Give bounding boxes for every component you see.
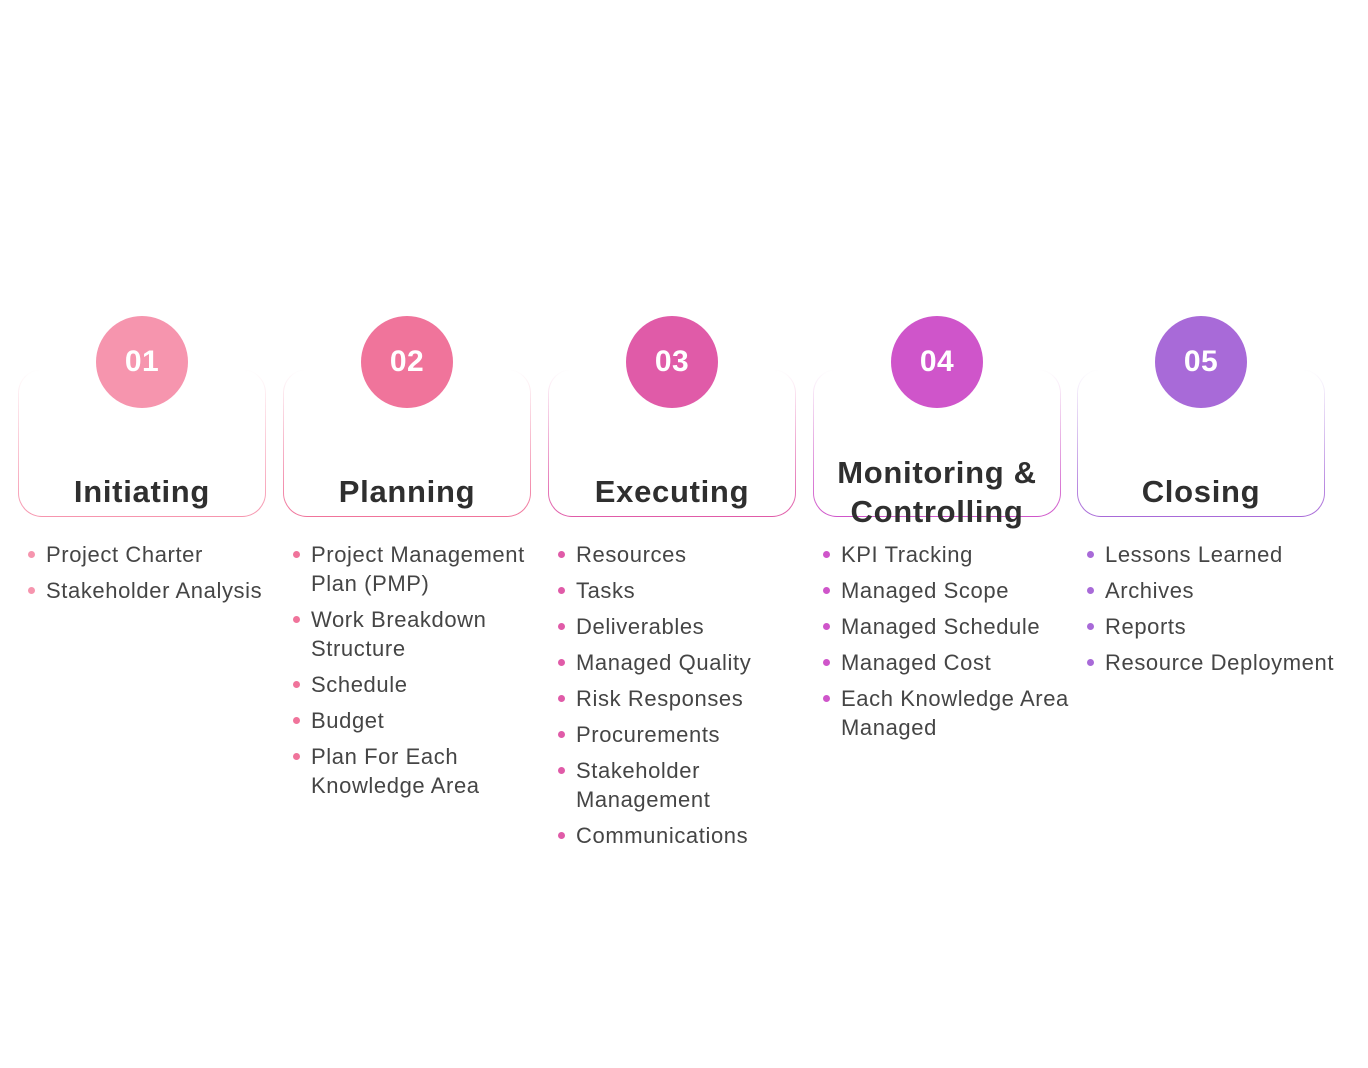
list-item-text: Each Knowledge Area Managed	[841, 686, 1069, 740]
list-item-text: Stakeholder Analysis	[46, 578, 263, 603]
phase-deliverables-list: Project Management Plan (PMP) Work Break…	[293, 540, 558, 807]
list-item: Project Management Plan (PMP)	[293, 540, 558, 598]
list-item: Stakeholder Management	[558, 756, 823, 814]
list-item: Archives	[1087, 576, 1357, 605]
list-item-text: Reports	[1105, 614, 1187, 639]
phase-deliverables-list: Resources Tasks Deliverables Managed Qua…	[558, 540, 823, 857]
phase-number-badge: 03	[626, 316, 718, 408]
list-item: Stakeholder Analysis	[28, 576, 293, 605]
list-item-text: Communications	[576, 823, 749, 848]
list-item: Managed Schedule	[823, 612, 1088, 641]
list-item-text: Project Management Plan (PMP)	[311, 542, 525, 596]
list-item: Managed Quality	[558, 648, 823, 677]
list-item: Budget	[293, 706, 558, 735]
list-item: Resource Deployment	[1087, 648, 1357, 677]
phase-number-badge: 04	[891, 316, 983, 408]
list-item: Reports	[1087, 612, 1357, 641]
phase-deliverables-list: Project Charter Stakeholder Analysis	[28, 540, 293, 612]
phase-title: Closing	[1141, 473, 1261, 509]
list-item-text: Archives	[1105, 578, 1195, 603]
list-item-text: KPI Tracking	[841, 542, 973, 567]
list-item-text: Schedule	[311, 672, 408, 697]
list-item-text: Managed Cost	[841, 650, 992, 675]
list-item-text: Managed Quality	[576, 650, 752, 675]
phase-number-badge: 05	[1155, 316, 1247, 408]
phase-title: Monitoring & Controlling	[837, 454, 1037, 529]
list-item: Tasks	[558, 576, 823, 605]
phase-title: Executing	[594, 473, 750, 509]
list-item: Deliverables	[558, 612, 823, 641]
list-item-text: Work Breakdown Structure	[311, 607, 487, 661]
phase-title: Initiating	[73, 473, 211, 509]
list-item-text: Plan For Each Knowledge Area	[311, 744, 480, 798]
phase-deliverables-list: KPI Tracking Managed Scope Managed Sched…	[823, 540, 1088, 749]
list-item-text: Risk Responses	[576, 686, 744, 711]
list-item-text: Deliverables	[576, 614, 705, 639]
list-item: Work Breakdown Structure	[293, 605, 558, 663]
list-item: Communications	[558, 821, 823, 850]
list-item-text: Stakeholder Management	[576, 758, 711, 812]
list-item: Lessons Learned	[1087, 540, 1357, 569]
phase-number-badge: 01	[96, 316, 188, 408]
list-item: Risk Responses	[558, 684, 823, 713]
list-item: Resources	[558, 540, 823, 569]
list-item: Managed Cost	[823, 648, 1088, 677]
list-item: Project Charter	[28, 540, 293, 569]
list-item-text: Tasks	[576, 578, 636, 603]
list-item-text: Project Charter	[46, 542, 203, 567]
list-item-text: Resources	[576, 542, 687, 567]
list-item: Schedule	[293, 670, 558, 699]
list-item-text: Managed Schedule	[841, 614, 1041, 639]
list-item-text: Resource Deployment	[1105, 650, 1335, 675]
list-item: Procurements	[558, 720, 823, 749]
list-item-text: Managed Scope	[841, 578, 1010, 603]
phase-deliverables-list: Lessons Learned Archives Reports Resourc…	[1087, 540, 1357, 684]
list-item-text: Procurements	[576, 722, 721, 747]
list-item-text: Lessons Learned	[1105, 542, 1283, 567]
phase-title: Planning	[338, 473, 476, 509]
phase-number-badge: 02	[361, 316, 453, 408]
list-item: Managed Scope	[823, 576, 1088, 605]
list-item: Each Knowledge Area Managed	[823, 684, 1088, 742]
list-item-text: Budget	[311, 708, 385, 733]
list-item: KPI Tracking	[823, 540, 1088, 569]
list-item: Plan For Each Knowledge Area	[293, 742, 558, 800]
